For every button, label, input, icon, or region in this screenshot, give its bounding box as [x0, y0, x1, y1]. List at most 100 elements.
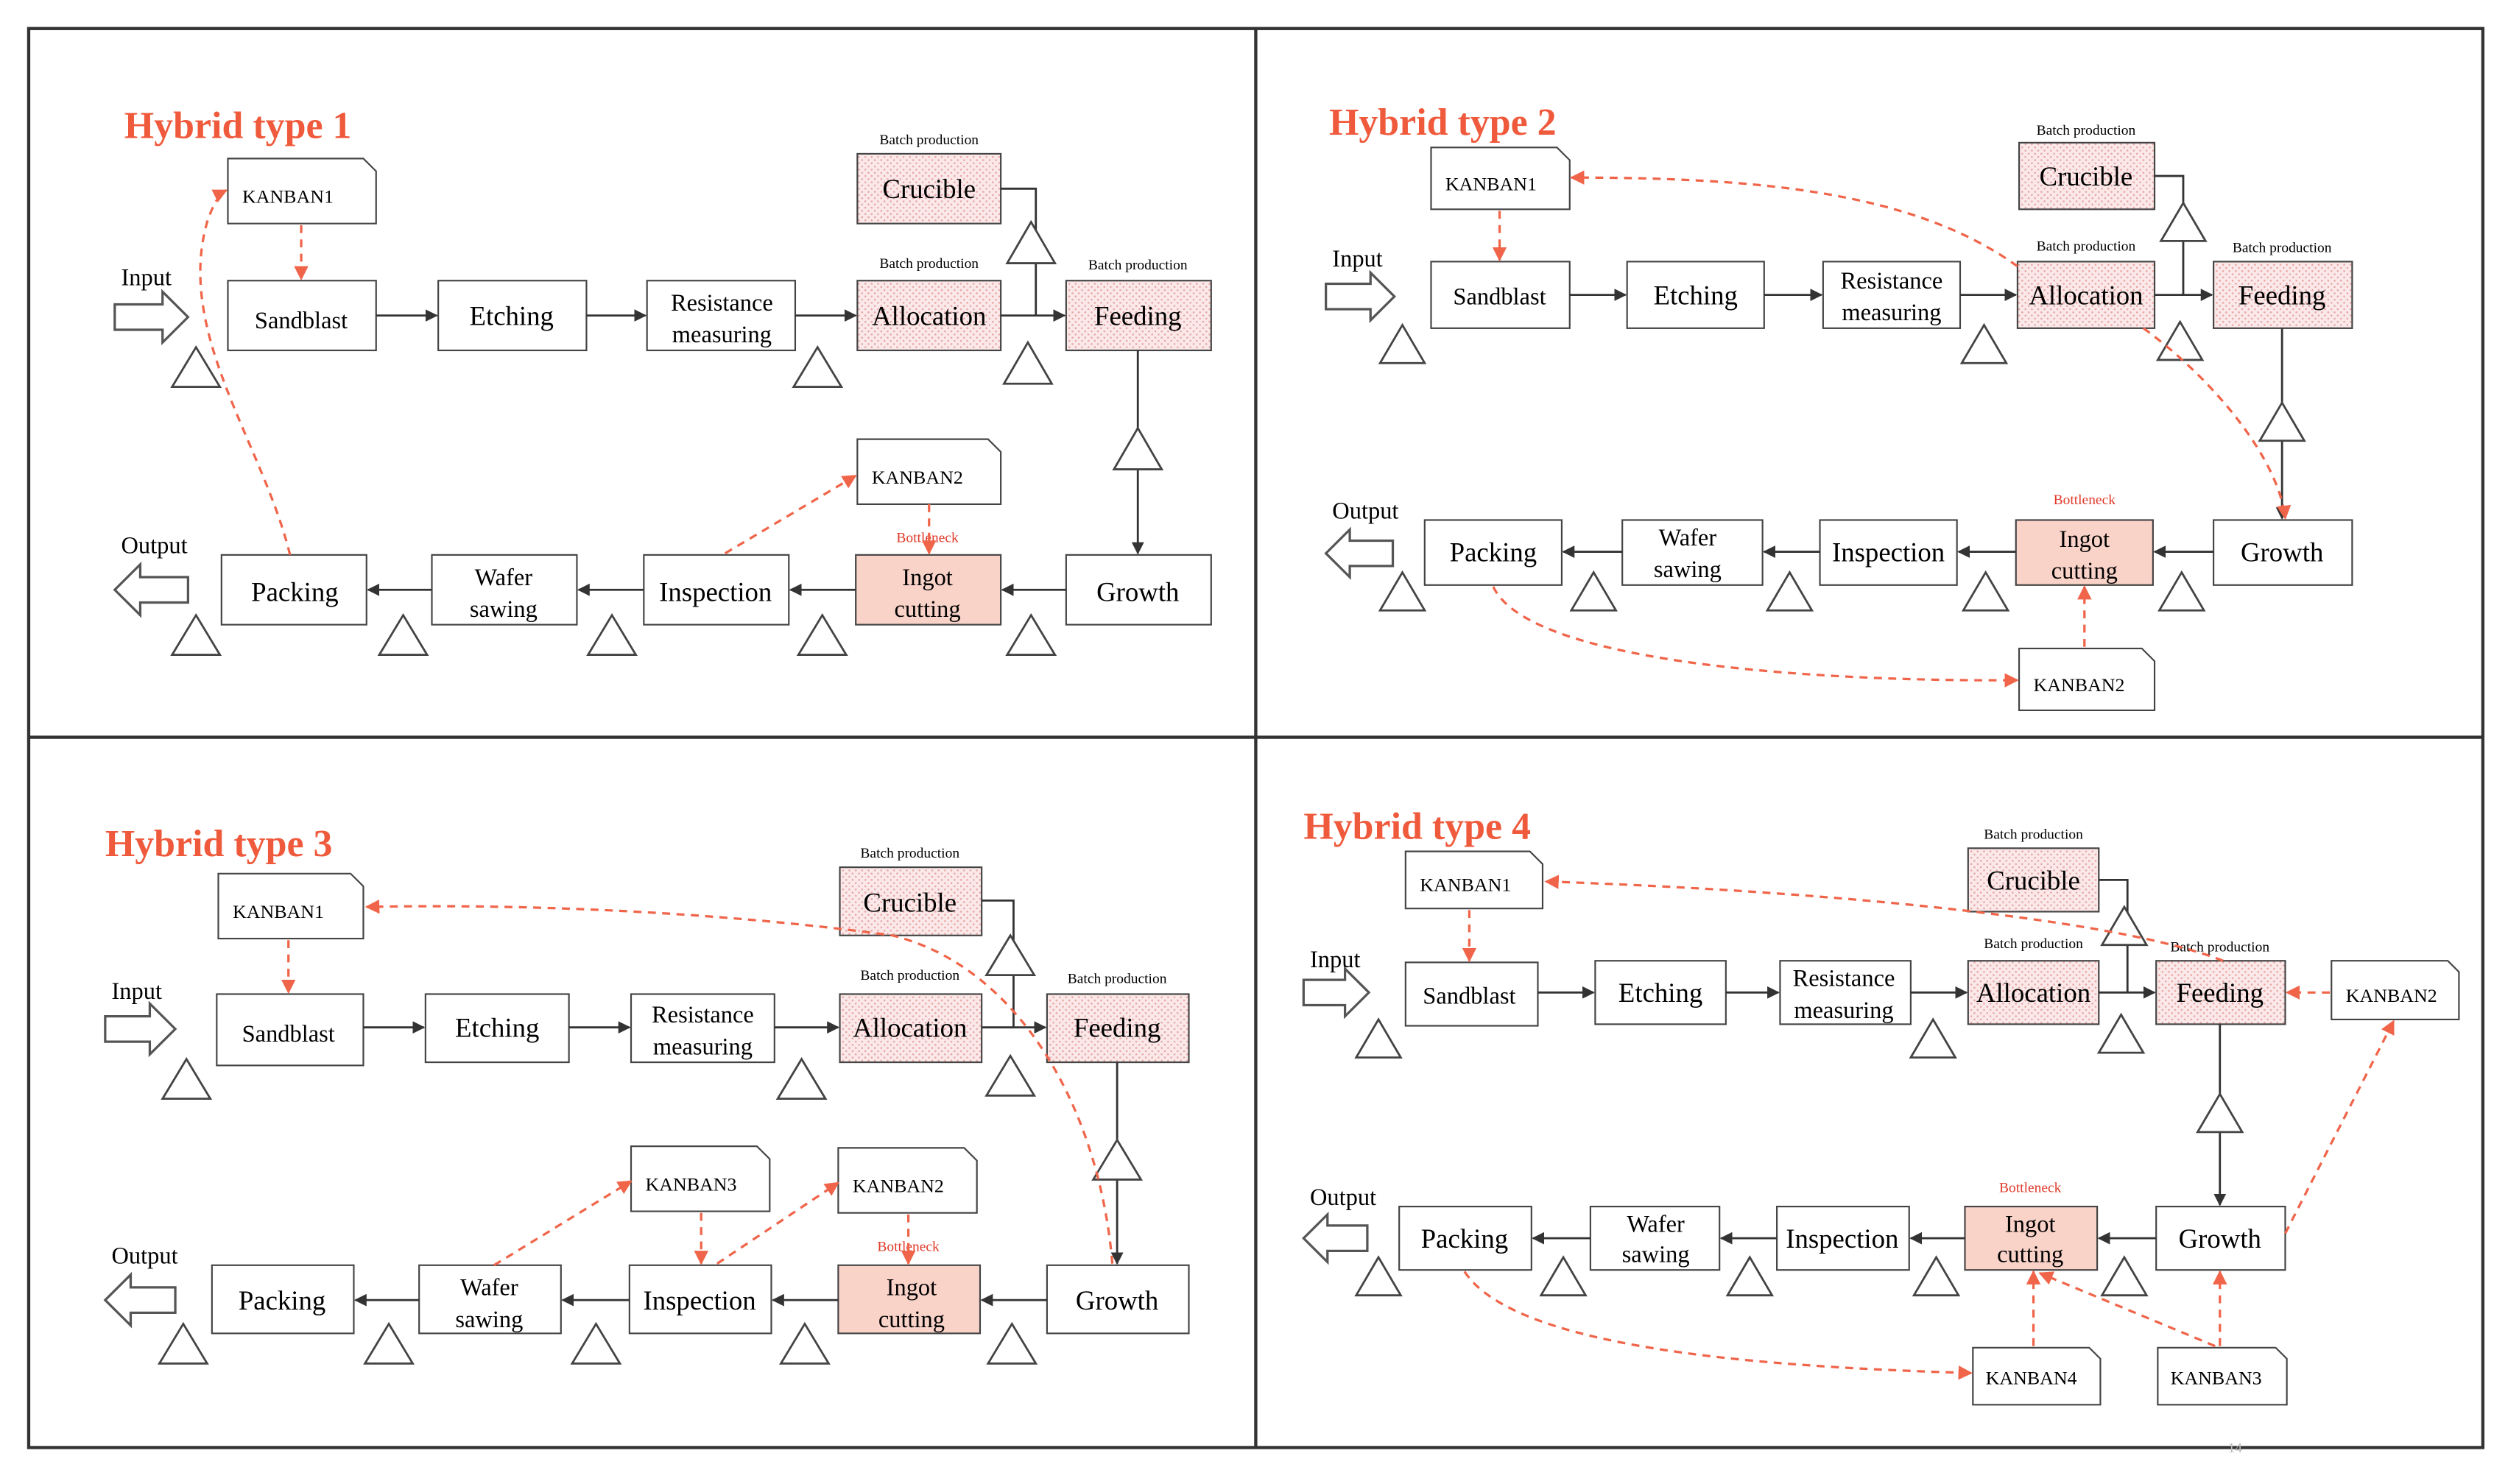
ingot-label-2: cutting [878, 1307, 945, 1333]
kanban2-label: KANBAN2 [2034, 674, 2125, 696]
process-feeding [1046, 993, 1190, 1064]
output-label: Output [121, 533, 187, 559]
process-allocation [839, 993, 983, 1064]
batch-label-crucible: Batch production [879, 132, 979, 148]
etching-label: Etching [470, 301, 554, 331]
wafer-label-1: Wafer [1659, 525, 1717, 551]
feeding-label: Feeding [2177, 978, 2264, 1008]
growth-label: Growth [1076, 1285, 1158, 1315]
process-wafer-sawing [1589, 1205, 1721, 1271]
kanban1-card [1430, 146, 1571, 211]
process-inspection [1819, 519, 1958, 586]
input-arrow-icon [1302, 966, 1371, 1020]
panel-title: Hybrid type 4 [1303, 805, 1531, 847]
inspection-label: Inspection [659, 576, 772, 607]
process-sandblast [1404, 961, 1539, 1027]
process-sandblast [227, 280, 377, 352]
process-allocation [1967, 960, 2100, 1025]
sandblast-label: Sandblast [255, 308, 348, 334]
process-packing [1398, 1205, 1532, 1271]
kanban4-card [1972, 1346, 2102, 1406]
page-number: 14 [2228, 1441, 2243, 1456]
batch-label-feeding: Batch production [1088, 258, 1188, 273]
wafer-label-1: Wafer [460, 1275, 518, 1301]
kanban2-card [2018, 647, 2156, 711]
feeding-label: Feeding [1074, 1013, 1160, 1043]
ingot-label-1: Ingot [2060, 526, 2110, 553]
batch-label-feeding: Batch production [2233, 241, 2332, 256]
panel-title: Hybrid type 2 [1329, 102, 1557, 144]
process-inspection [643, 554, 790, 626]
kanban1-label: KANBAN1 [242, 186, 334, 208]
panel-title: Hybrid type 1 [124, 105, 352, 146]
process-ingot-cutting [1964, 1205, 2099, 1271]
sandblast-label: Sandblast [1423, 983, 1515, 1009]
panel-hybrid-type-1: Hybrid type 1 Input Output KANBAN1 KANBA… [113, 105, 1212, 656]
inventory-triangles [157, 933, 1144, 1365]
wafer-label-2: sawing [455, 1307, 523, 1333]
process-feeding [2155, 960, 2286, 1025]
process-feeding [2213, 261, 2353, 329]
batch-label-allocation: Batch production [860, 968, 959, 983]
input-arrow-icon [113, 289, 190, 346]
kanban2-label: KANBAN2 [853, 1176, 944, 1197]
process-ingot-cutting [837, 1264, 982, 1335]
resistance-label-1: Resistance [1793, 966, 1895, 992]
batch-label-allocation: Batch production [879, 256, 979, 272]
kanban2-label: KANBAN2 [2346, 985, 2437, 1006]
crucible-label: Crucible [1987, 865, 2080, 895]
process-resistance-measuring [1822, 261, 1962, 329]
batch-label-feeding: Batch production [1068, 971, 1167, 986]
input-label: Input [121, 265, 172, 292]
process-resistance-measuring [630, 993, 775, 1064]
output-arrow-icon [113, 561, 190, 618]
growth-label: Growth [2179, 1223, 2261, 1254]
bottleneck-label: Bottleneck [2054, 492, 2116, 508]
output-label: Output [1332, 498, 1398, 524]
process-etching [424, 993, 570, 1064]
process-packing [211, 1264, 355, 1335]
process-wafer-sawing [431, 554, 578, 626]
ingot-label-2: cutting [2051, 558, 2118, 584]
process-growth [2155, 1205, 2286, 1271]
output-arrow-icon [1324, 526, 1395, 580]
allocation-label: Allocation [1976, 978, 2090, 1008]
process-resistance-measuring [646, 280, 797, 352]
process-crucible [839, 866, 983, 936]
wafer-label-2: sawing [470, 596, 538, 623]
wafer-label-1: Wafer [475, 565, 533, 591]
inspection-label: Inspection [1786, 1223, 1898, 1254]
output-arrow-icon [103, 1271, 177, 1329]
input-label: Input [1332, 246, 1383, 272]
resistance-label-2: measuring [1794, 997, 1893, 1024]
kanban4-label: KANBAN4 [1986, 1367, 2077, 1388]
kanban2-card [2331, 960, 2460, 1020]
kanban2-card [837, 1147, 978, 1214]
batch-label-crucible: Batch production [860, 846, 959, 861]
kanban-flow [1462, 875, 2395, 1380]
process-sandblast [1430, 261, 1571, 329]
inspection-label: Inspection [1832, 537, 1945, 568]
growth-label: Growth [1096, 576, 1179, 607]
process-allocation [2016, 261, 2156, 329]
process-resistance-measuring [1779, 960, 1912, 1025]
growth-label: Growth [2241, 537, 2323, 568]
process-packing [220, 554, 367, 626]
process-inspection [628, 1264, 772, 1335]
packing-label: Packing [251, 576, 338, 607]
kanban-flow [281, 899, 1114, 1267]
sandblast-label: Sandblast [1453, 284, 1546, 311]
process-wafer-sawing [1621, 519, 1764, 586]
crucible-label: Crucible [863, 888, 957, 918]
batch-label-crucible: Batch production [1984, 827, 2083, 842]
allocation-label: Allocation [872, 301, 986, 331]
panel-title: Hybrid type 3 [105, 823, 333, 865]
ingot-label-2: cutting [895, 596, 961, 623]
resistance-label-1: Resistance [1841, 268, 1943, 294]
bottleneck-label: Bottleneck [1999, 1181, 2062, 1196]
kanban1-card [227, 158, 377, 225]
process-allocation [856, 280, 1002, 352]
etching-label: Etching [1654, 280, 1738, 311]
resistance-label-2: measuring [653, 1034, 753, 1060]
